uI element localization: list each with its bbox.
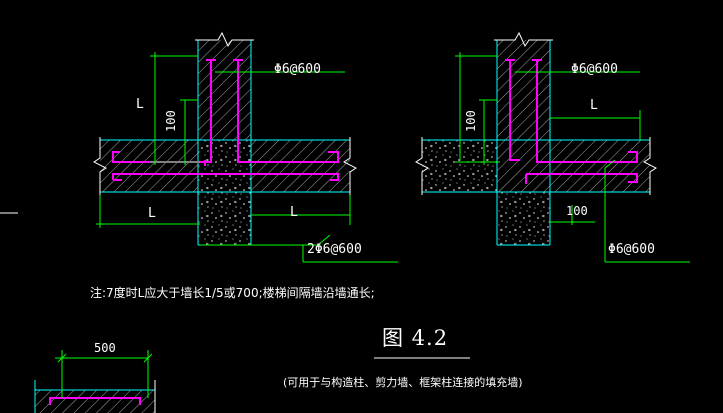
left-detail — [93, 31, 398, 263]
bottom-dim-500: 500 — [94, 341, 116, 355]
left-dim-L-vertical: L — [136, 97, 144, 112]
bottom-detail — [34, 350, 156, 413]
right-rebar-label: Φ6@600 — [571, 62, 618, 77]
left-vertical-wall — [198, 40, 251, 140]
left-rebar-label: Φ6@600 — [274, 62, 321, 77]
right-vertical-wall — [497, 40, 550, 140]
right-dim-100-horizontal: 100 — [566, 204, 588, 218]
right-dim-L-horizontal: L — [590, 98, 598, 113]
left-dim-L-horizontal-right: L — [290, 205, 298, 220]
right-horizontal-wall — [550, 140, 650, 192]
left-bottom-rebar-label: 2Φ6@600 — [307, 242, 362, 257]
right-dim-100-vertical: 100 — [464, 110, 478, 132]
left-dim-100: 100 — [164, 110, 178, 132]
right-bottom-rebar-label: Φ6@600 — [608, 242, 655, 257]
design-note: 注:7度时L应大于墙长1/5或700;楼梯间隔墙沿墙通长; — [90, 286, 375, 300]
right-detail — [415, 31, 690, 263]
figure-subtitle: (可用于与构造柱、剪力墙、框架柱连接的填充墙) — [283, 376, 523, 389]
figure-title: 图 4.2 — [382, 326, 449, 350]
left-dim-L-horizontal: L — [148, 206, 156, 221]
